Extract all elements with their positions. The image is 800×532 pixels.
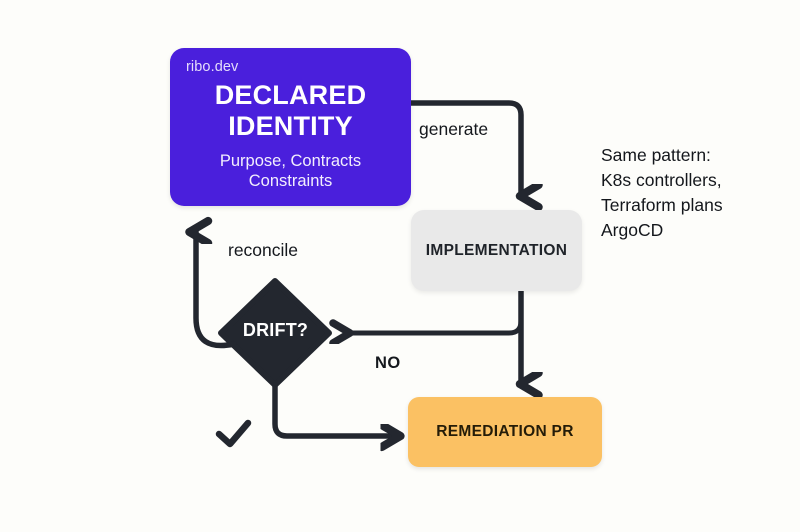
- node-subtitle-line2: Constraints: [248, 172, 333, 191]
- side-note-line2: K8s controllers,: [601, 170, 722, 191]
- node-title-line2: IDENTITY: [228, 111, 353, 142]
- node-subtitle: Purpose, Contracts Constraints: [184, 151, 397, 192]
- node-title: DECLARED IDENTITY: [184, 80, 397, 143]
- edge-generate: [408, 100, 521, 196]
- node-subtitle-line1: Purpose, Contracts: [219, 151, 362, 170]
- node-remediation-pr-label: REMEDIATION PR: [436, 423, 574, 440]
- node-implementation-label: IMPLEMENTATION: [425, 241, 568, 259]
- node-implementation[interactable]: IMPLEMENTATION: [411, 210, 582, 291]
- edge-yes-to-remediation: [272, 382, 395, 436]
- edge-label-generate: generate: [419, 119, 489, 139]
- side-note-line4: ArgoCD: [601, 220, 664, 241]
- side-note-line1: Same pattern:: [601, 145, 711, 165]
- edge-no: [345, 318, 524, 333]
- edge-label-no: NO: [375, 354, 401, 372]
- node-title-line1: DECLARED: [214, 79, 367, 110]
- node-remediation-pr[interactable]: REMEDIATION PR: [408, 397, 602, 467]
- drift-diamond: [218, 278, 332, 388]
- edge-label-reconcile: reconcile: [228, 240, 299, 260]
- node-drift-label: DRIFT?: [242, 320, 309, 340]
- brand-label: ribo.dev: [186, 59, 239, 75]
- node-declared-identity[interactable]: ribo.dev DECLARED IDENTITY Purpose, Cont…: [170, 48, 411, 206]
- side-note: Same pattern: K8s controllers, Terraform…: [601, 143, 791, 243]
- side-note-line3: Terraform plans: [601, 195, 723, 216]
- check-icon: [215, 419, 252, 448]
